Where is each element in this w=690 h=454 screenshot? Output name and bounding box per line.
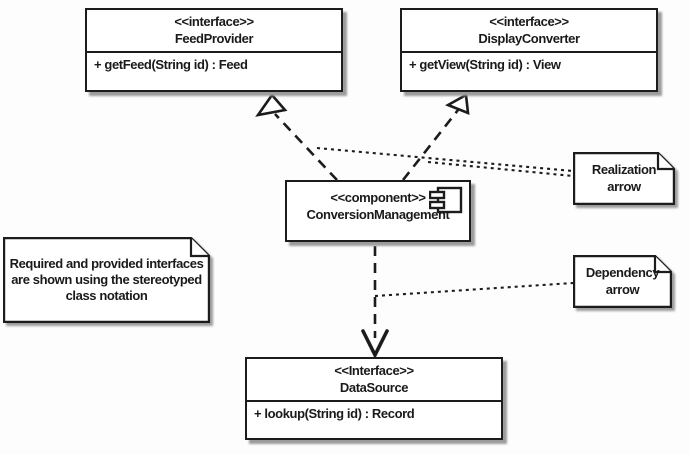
class-name: FeedProvider xyxy=(174,30,254,46)
stereotype-label: <<component>> xyxy=(330,190,426,205)
note-text: Realization arrow xyxy=(573,152,675,205)
note-realization-arrow: Realization arrow xyxy=(573,152,675,205)
class-header: <<interface>> DisplayConverter xyxy=(402,10,656,51)
note-shape xyxy=(573,255,672,308)
note-shape xyxy=(3,237,210,323)
note-shape xyxy=(573,152,675,205)
note-line: Required and provided interfaces xyxy=(9,255,204,271)
operations-compartment: + getView(String id) : View xyxy=(402,50,656,90)
class-box-feedprovider: <<interface>> FeedProvider + getFeed(Str… xyxy=(85,8,343,92)
hollow-triangle-arrowhead-icon xyxy=(255,92,288,117)
operations-compartment: + lookup(String id) : Record xyxy=(247,399,501,438)
operation-label: + getView(String id) : View xyxy=(409,56,561,72)
stereotype-label: <<Interface>> xyxy=(334,363,414,378)
realization-line-displayconverter xyxy=(401,109,460,181)
note-line: Realization xyxy=(591,162,657,178)
component-header: <<component>> ConversionManagement xyxy=(287,190,469,224)
note-connector-realization-left xyxy=(316,146,574,173)
operations-compartment: + getFeed(String id) : Feed xyxy=(87,50,341,90)
component-box-conversionmanagement: <<component>> ConversionManagement xyxy=(285,180,471,242)
hollow-triangle-arrowhead-icon xyxy=(444,92,470,116)
operation-label: + getFeed(String id) : Feed xyxy=(94,56,248,72)
component-icon xyxy=(429,186,463,214)
open-arrowhead-icon xyxy=(361,329,389,360)
class-name: DataSource xyxy=(339,379,409,395)
component-name: ConversionManagement xyxy=(306,206,450,222)
class-header: <<interface>> FeedProvider xyxy=(87,10,341,51)
class-name: DisplayConverter xyxy=(478,30,580,46)
class-box-displayconverter: <<interface>> DisplayConverter + getView… xyxy=(400,8,658,92)
note-line: arrow xyxy=(605,281,640,297)
note-dependency-arrow: Dependency arrow xyxy=(573,255,672,308)
note-text: Required and provided interfaces are sho… xyxy=(3,237,210,323)
note-line: Dependency xyxy=(585,265,660,281)
note-stereotype-explanation: Required and provided interfaces are sho… xyxy=(3,237,210,323)
note-line: are shown using the stereotyped xyxy=(11,271,202,287)
note-line: arrow xyxy=(607,178,641,194)
note-text: Dependency arrow xyxy=(573,255,672,308)
note-connector-dependency xyxy=(374,281,574,298)
stereotype-label: <<interface>> xyxy=(174,14,254,29)
operation-label: + lookup(String id) : Record xyxy=(254,405,415,421)
class-header: <<Interface>> DataSource xyxy=(247,359,501,400)
stereotype-label: <<interface>> xyxy=(489,14,569,29)
realization-line-feedprovider xyxy=(274,113,338,181)
note-line: class notation xyxy=(65,288,148,304)
class-box-datasource: <<Interface>> DataSource + lookup(String… xyxy=(245,357,503,440)
note-connector-realization-right xyxy=(427,160,574,178)
